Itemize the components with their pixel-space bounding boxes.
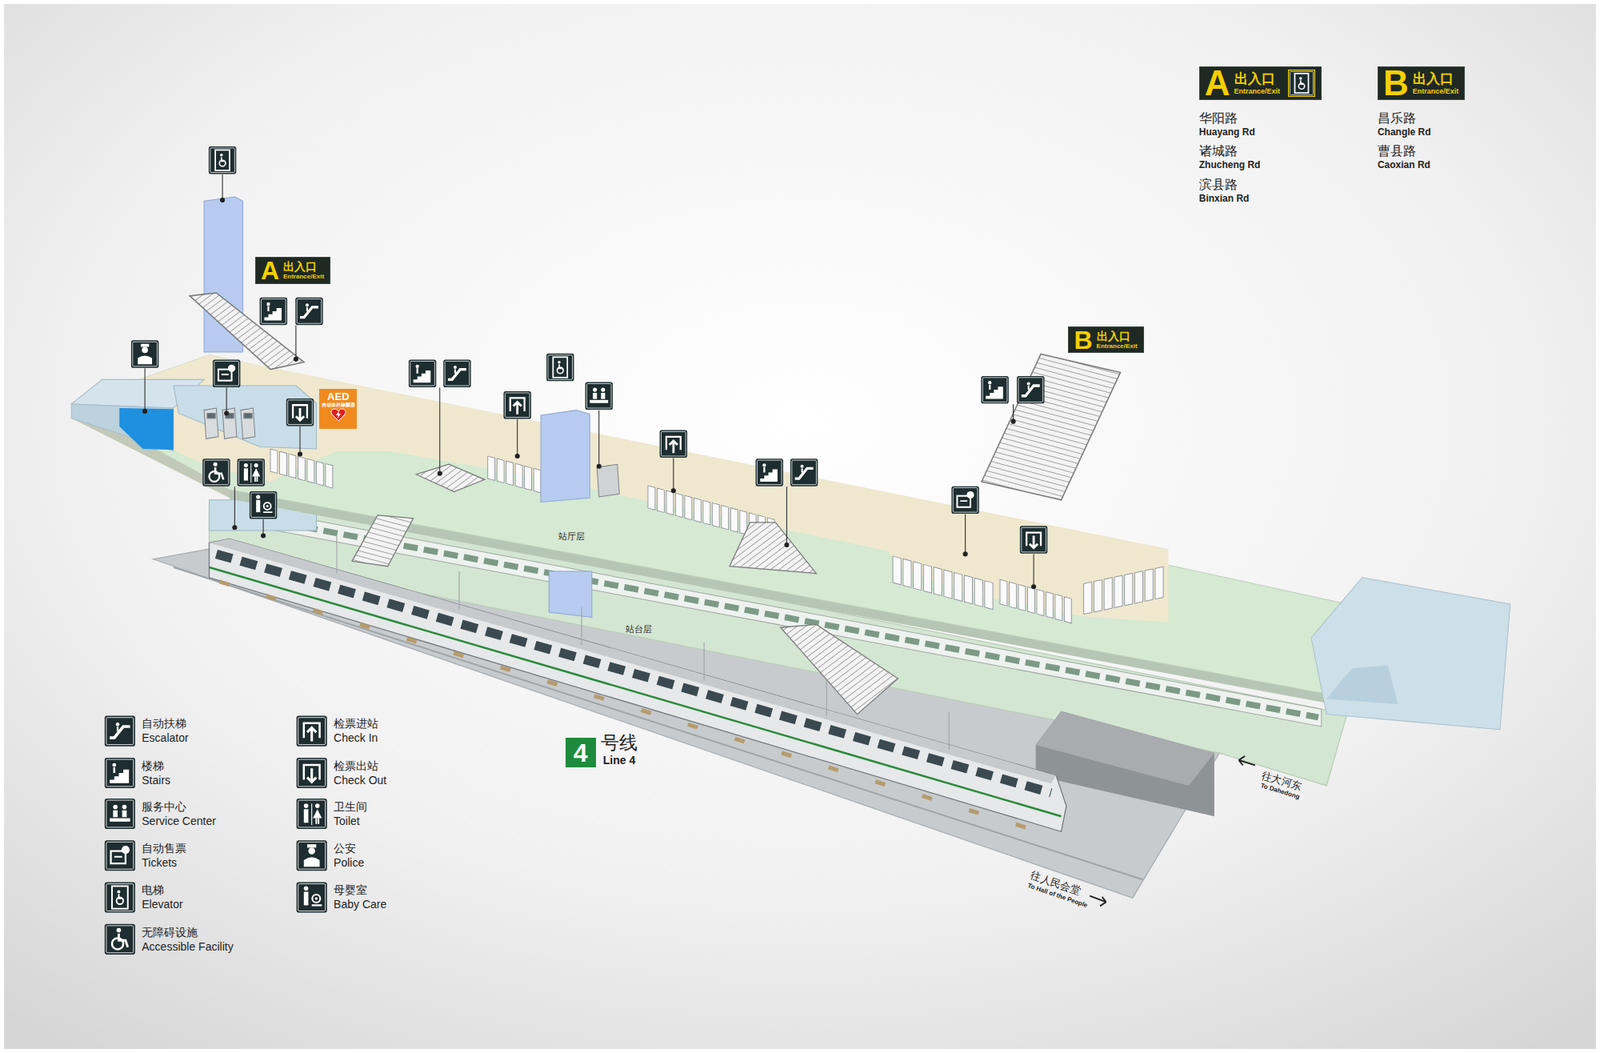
legend-text: 检票出站 Check Out	[333, 758, 392, 788]
train	[208, 535, 1066, 836]
text-label: Caoxian Rd	[1377, 160, 1431, 170]
direction-arrow	[1238, 756, 1255, 765]
line-number: 4	[573, 740, 588, 766]
police-room-front	[71, 404, 174, 452]
stairs	[780, 624, 899, 714]
legend-text: 自动售票 Tickets	[141, 840, 192, 870]
exit-letter: A	[1204, 66, 1231, 100]
ticket-room	[173, 385, 317, 449]
text-label: 号线	[600, 733, 638, 752]
escalator	[189, 292, 304, 370]
sign-text-column: 出入口Entrance/Exit	[1096, 329, 1138, 350]
ticket-machines	[204, 408, 256, 439]
direction-arrow	[1089, 896, 1106, 907]
exit-letter: A	[260, 258, 280, 283]
text-label: Changle Rd	[1377, 127, 1432, 137]
text-label: 站厅层	[558, 532, 585, 541]
stairs	[729, 522, 816, 574]
elevator-icon	[1288, 69, 1316, 97]
legend-icons	[104, 716, 328, 955]
legend-text: 卫生间 Toilet	[333, 799, 372, 828]
aed-subtitle: 自动体外除颤器	[321, 402, 356, 408]
tunnel-block-top	[1036, 711, 1215, 786]
text-label: 华阳路	[1199, 112, 1238, 125]
sign-chinese: 出入口	[1412, 71, 1460, 88]
legend-text: 母婴室 Baby Care	[333, 882, 392, 912]
line-badge: 4	[565, 737, 596, 768]
sign-text-column: 出入口Entrance/Exit	[1412, 71, 1460, 96]
leader-lines	[143, 174, 1036, 589]
entrance-sign: B出入口Entrance/Exit	[1068, 326, 1144, 353]
escalator	[416, 464, 484, 492]
exit-letter: B	[1073, 328, 1092, 352]
text-label: 诸城路	[1199, 144, 1238, 158]
stairs	[352, 515, 414, 567]
legend-text: 无障碍设施 Accessible Facility	[141, 924, 239, 954]
sign-english: Entrance/Exit	[1234, 87, 1281, 96]
equipment-notch	[1326, 664, 1398, 704]
text-label: Binxian Rd	[1199, 193, 1250, 204]
sign-chinese: 出入口	[1096, 329, 1138, 343]
aed-heart	[330, 408, 347, 422]
legend-text: 电梯 Elevator	[141, 882, 188, 912]
aed-title: AED	[327, 391, 349, 403]
legend-text: 公安 Police	[333, 840, 370, 870]
entrance-sign: A出入口Entrance/Exit	[255, 256, 331, 284]
equipment-block	[1311, 577, 1511, 730]
escalator	[981, 353, 1120, 500]
text-label: 滨县路	[1199, 178, 1238, 192]
sign-text-column: 出入口Entrance/Exit	[1234, 71, 1281, 96]
elevator-shaft	[540, 410, 590, 503]
legend-text: 检票进站 Check In	[333, 716, 384, 745]
sign-chinese: 出入口	[283, 260, 324, 273]
aed-box: AED自动体外除颤器	[319, 388, 357, 429]
text-label: 站台层	[625, 624, 652, 634]
entrance-sign: A出入口Entrance/Exit	[1199, 66, 1322, 100]
sign-english: Entrance/Exit	[1412, 87, 1460, 96]
text-label: Huayang Rd	[1199, 127, 1256, 137]
legend-text: 自动扶梯 Escalator	[141, 716, 194, 745]
sign-english: Entrance/Exit	[283, 272, 324, 280]
elevator-shaft	[548, 571, 592, 617]
police-window	[119, 408, 174, 450]
entrance-sign: B出入口Entrance/Exit	[1377, 66, 1465, 100]
sign-chinese: 出入口	[1234, 71, 1281, 88]
exit-letter: B	[1383, 66, 1409, 100]
text-label: Line 4	[603, 754, 636, 766]
sign-english: Entrance/Exit	[1096, 342, 1138, 350]
concourse-floor	[71, 355, 1347, 694]
map-icons	[131, 146, 1048, 554]
text-label: 曹县路	[1377, 144, 1416, 158]
sign-text-column: 出入口Entrance/Exit	[283, 260, 324, 280]
legend-text: 服务中心 Service Center	[141, 799, 221, 828]
service-counter	[596, 464, 620, 497]
text-label: 昌乐路	[1377, 112, 1416, 125]
text-label: Zhucheng Rd	[1199, 160, 1261, 170]
legend-text: 楼梯 Stairs	[141, 758, 176, 788]
